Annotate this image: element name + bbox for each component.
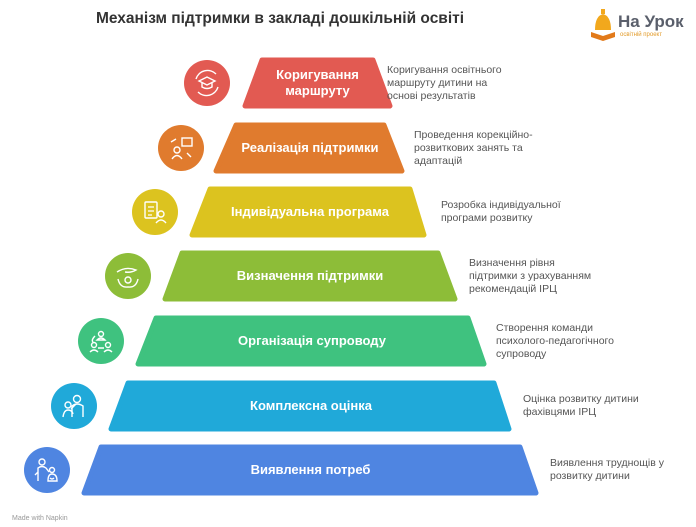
hand-support-icon xyxy=(105,253,151,299)
team-icon xyxy=(78,318,124,364)
logo-tagline: освітній проект xyxy=(620,32,662,38)
logo-name: На Урок xyxy=(618,12,684,31)
tier-label: Індивідуальна програма xyxy=(231,204,389,219)
tier-shape-1 xyxy=(242,57,393,109)
logo: На Урок освітній проект xyxy=(590,8,690,44)
tier-description: Виявлення труднощів у розвитку дитини xyxy=(550,457,664,482)
tier-label: Реалізація підтримки xyxy=(241,140,379,155)
tier-description: Розробка індивідуальної програми розвитк… xyxy=(441,199,561,224)
adult-child-icon xyxy=(51,383,97,429)
tier-description: Створення команди психолого-педагогічног… xyxy=(496,321,614,360)
tier-description: Визначення рівня підтримки з урахуванням… xyxy=(469,256,592,295)
footer-credit: Made with Napkin xyxy=(12,515,68,522)
presentation-teacher-icon xyxy=(158,125,204,171)
tier-description: Оцінка розвитку дитини фахівцями ІРЦ xyxy=(523,393,639,418)
tier-label: Комплексна оцінка xyxy=(250,398,372,413)
bell-book-icon xyxy=(591,9,615,41)
tier-shape-4 xyxy=(162,250,458,302)
tier-label: Визначення підтримки xyxy=(236,268,384,283)
tier-label: Коригування маршруту xyxy=(276,67,359,98)
tier-shape-3 xyxy=(189,186,427,238)
tier-label: Організація супроводу xyxy=(238,333,386,348)
caregiver-child-icon xyxy=(24,447,70,493)
tier-label: Виявлення потреб xyxy=(250,462,371,477)
diagram-title: Механізм підтримки в закладі дошкільній … xyxy=(95,10,465,27)
tier-shape-7 xyxy=(81,444,539,496)
tier-description: Коригування освітнього маршруту дитини н… xyxy=(387,63,502,102)
tier-shape-2 xyxy=(213,122,405,174)
tier-description: Проведення корекційно-розвиткових занять… xyxy=(414,128,533,167)
graduation-cap-cycle-icon xyxy=(184,60,230,106)
tier-shape-6 xyxy=(108,380,512,432)
clipboard-person-icon xyxy=(132,189,178,235)
tier-shape-5 xyxy=(135,315,487,367)
